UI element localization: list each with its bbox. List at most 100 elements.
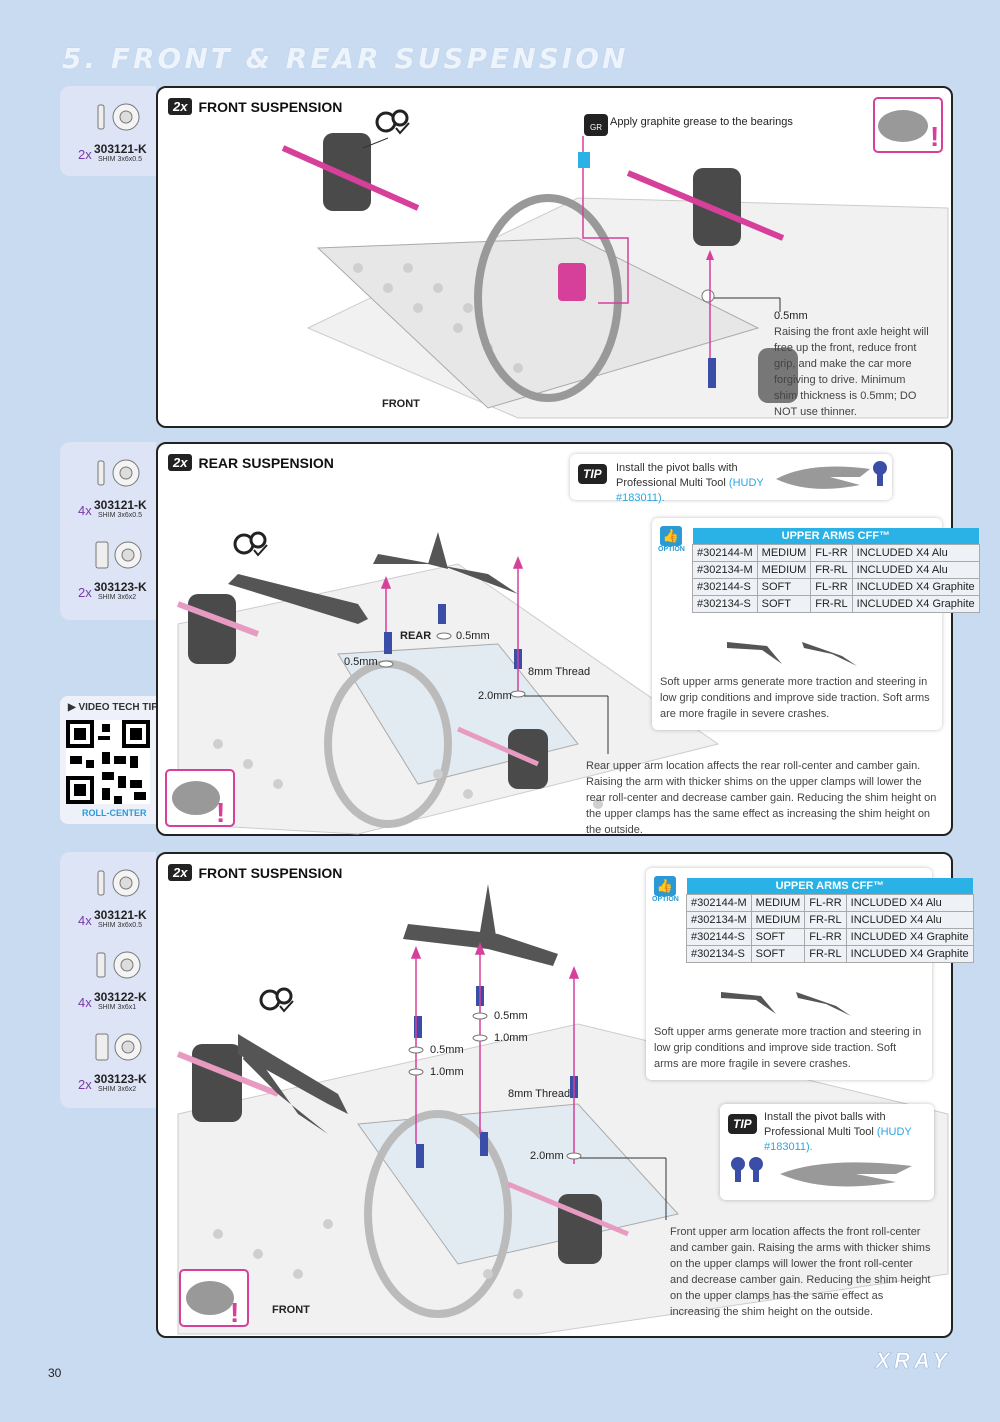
front-suspension-diagram: ! [176,884,949,1335]
table-header: UPPER ARMS CFF™ [686,878,974,895]
part-code: 303121-K [94,498,147,512]
shim-label: 1.0mm [494,1032,528,1044]
part-qty: 2x [78,585,92,600]
shim-label: 2.0mm [478,690,512,702]
shim-label: 0.5mm [456,630,490,642]
video-tech-tip[interactable]: ▶ VIDEO TECH TIP ROLL-CENTER [60,696,158,824]
video-tip-caption: ROLL-CENTER [82,808,147,818]
grease-icon: GR [584,114,608,136]
thread-label: 8mm Thread [508,1088,571,1100]
shim-label: 0.5mm [344,656,378,668]
rear-suspension-diagram: ! [165,531,720,835]
gear-check-icon [233,531,268,557]
front-suspension-panel-1: 2x FRONT SUSPENSION GR [156,86,953,428]
option-label: OPTION [652,896,679,903]
part-desc: SHIM 3x6x2 [98,594,137,601]
option-label: OPTION [658,546,685,553]
car-warning-icon: ! [873,97,943,153]
part-item: 4x 303121-K SHIM 3x6x0.5 [68,448,148,530]
car-warning-icon: ! [179,1269,249,1328]
parts-sidebar-2: 4x 303121-K SHIM 3x6x0.5 2x 303123-K SHI… [60,442,156,620]
part-item: 2x 303123-K SHIM 3x6x2 [68,1022,148,1104]
shim-label: 0.5mm [430,1044,464,1056]
tool-link[interactable]: (HUDY #183011). [764,1126,912,1153]
part-desc: SHIM 3x6x0.5 [98,156,142,163]
page-number: 30 [48,1366,62,1380]
table-header: UPPER ARMS CFF™ [692,528,980,545]
car-warning-icon: ! [165,769,235,828]
qty-badge: 2x [168,98,193,115]
shim-icon [97,103,140,131]
qty-badge: 2x [168,864,193,881]
option-note: Soft upper arms generate more traction a… [660,676,930,720]
parts-sidebar-1: 2x 303121-K SHIM 3x6x0.5 [60,86,156,176]
qty-badge: 2x [168,454,193,471]
page-title: 5. FRONT & REAR SUSPENSION [62,42,629,75]
tip-box: TIP Install the pivot balls with Profess… [570,454,892,504]
part-qty: 4x [78,995,92,1010]
shim-icon [97,459,140,487]
part-qty: 2x [78,147,92,162]
shim-icon [95,541,142,569]
part-item: 4x 303121-K SHIM 3x6x0.5 [68,858,148,940]
svg-text:XRAY: XRAY [874,1348,952,1373]
front-axle-note: Raising the front axle height will free … [774,326,929,418]
upper-arm-icon [721,992,851,1016]
front-roll-center-note: Front upper arm location affects the fro… [670,1226,931,1318]
panel-title: FRONT SUSPENSION [198,864,343,881]
shim-icon [96,951,141,979]
part-qty: 4x [78,503,92,518]
svg-text:!: ! [230,1297,239,1328]
part-item: 2x 303121-K SHIM 3x6x0.5 [68,92,148,174]
parts-sidebar-3: 4x 303121-K SHIM 3x6x0.5 4x 303122-K SHI… [60,852,156,1108]
svg-text:!: ! [930,121,939,152]
part-desc: SHIM 3x6x2 [98,1086,137,1093]
shim-icon [95,1033,142,1061]
thumbs-up-icon: 👍 [660,526,682,546]
pivot-ball-icon [873,461,887,486]
panel-header: 2x FRONT SUSPENSION [168,864,342,881]
qr-code-icon [66,720,150,804]
panel-title: FRONT SUSPENSION [198,98,343,115]
shim-label: 0.5mm [774,310,808,322]
rear-roll-center-note: Rear upper arm location affects the rear… [586,760,937,836]
rear-label: REAR [400,630,432,642]
front-label: FRONT [272,1304,310,1316]
multi-tool-icon [731,1157,912,1187]
tool-link[interactable]: (HUDY #183011). [616,477,764,504]
panel-title: REAR SUSPENSION [198,454,334,471]
option-icon: 👍 OPTION [652,876,679,903]
part-code: 303123-K [94,1072,147,1086]
shim-icon [97,869,140,897]
thread-label: 8mm Thread [528,666,591,678]
shim-label: 2.0mm [530,1150,564,1162]
rear-suspension-panel: 2x REAR SUSPENSION ! REAR [156,442,980,836]
gear-check-icon [375,109,410,135]
part-desc: SHIM 3x6x1 [98,1004,137,1011]
gear-check-icon [259,987,294,1013]
part-qty: 2x [78,1077,92,1092]
multi-tool-icon [776,466,870,489]
tip-box: TIP Install the pivot balls with Profess… [720,1104,934,1200]
tip-text: Install the pivot balls with Professiona… [764,1111,912,1153]
thumbs-up-icon: 👍 [654,876,676,896]
video-tip-title: ▶ VIDEO TECH TIP [68,702,158,713]
grease-note: Apply graphite grease to the bearings [610,116,793,128]
tip-text: Install the pivot balls with Professiona… [616,462,764,504]
option-icon: 👍 OPTION [658,526,685,553]
part-code: 303121-K [94,908,147,922]
front-suspension-panel-2: 2x FRONT SUSPENSION ! [156,852,974,1338]
part-code: 303123-K [94,580,147,594]
part-code: 303121-K [94,142,147,156]
svg-text:!: ! [216,797,225,828]
part-code: 303122-K [94,990,147,1004]
